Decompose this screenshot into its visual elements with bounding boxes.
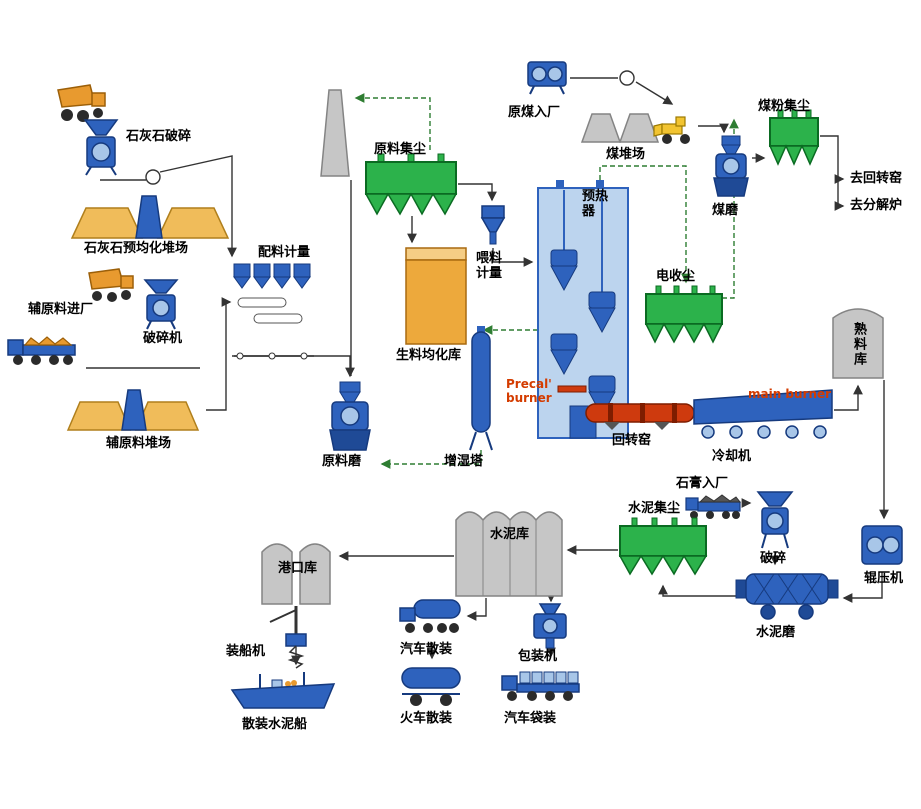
- gypsum-crusher-icon: [754, 491, 796, 550]
- label-aux-material-in: 辅原料进厂: [28, 302, 94, 317]
- label-clinker-silo: 熟料库: [850, 322, 866, 367]
- feed-hopper-icon: [478, 204, 508, 248]
- wheel-loader-icon: [653, 114, 698, 146]
- limestone-crusher-icon: [80, 119, 122, 176]
- label-limestone-yard: 石灰石预均化堆场: [84, 241, 189, 256]
- esp-dust-collector-icon: [644, 285, 724, 348]
- label-aux-yard: 辅原料堆场: [106, 436, 172, 451]
- label-cement-silo: 水泥库: [490, 527, 530, 542]
- bagged-cement-truck-icon: [500, 660, 584, 706]
- ship-loader-icon: [268, 604, 324, 669]
- label-coal-in: 原煤入厂: [508, 105, 561, 120]
- limestone-stockpile-yard-icon: [70, 194, 232, 240]
- label-coal-mill: 煤磨: [712, 203, 739, 218]
- humidifier-tower-icon: [464, 326, 498, 452]
- label-esp: 电收尘: [656, 269, 696, 284]
- cement-mill-icon: [734, 568, 840, 624]
- cement-dust-collector-icon: [618, 516, 708, 580]
- label-raw-dust-collector: 原料集尘: [374, 142, 427, 157]
- aux-dump-truck-icon: [82, 264, 140, 306]
- bulk-cement-ship-icon: [230, 670, 338, 714]
- chimney-icon: [318, 89, 352, 178]
- label-limestone-crushing: 石灰石破碎: [126, 129, 192, 144]
- limestone-dump-truck-icon: [50, 80, 112, 126]
- cement-silo-icon: [454, 502, 564, 598]
- label-cement-dust-collector: 水泥集尘: [628, 501, 681, 516]
- label-humidifier-tower: 增湿塔: [444, 454, 484, 469]
- bulk-tanker-truck-icon: [398, 594, 464, 640]
- label-bulk-cement-ship: 散装水泥船: [242, 717, 308, 732]
- aux-crusher-icon: [140, 279, 182, 330]
- label-coal-dust-collector: 煤粉集尘: [758, 99, 811, 114]
- coal-dust-collector-icon: [768, 108, 820, 170]
- label-batching: 配料计量: [258, 245, 311, 260]
- label-port-silo: 港口库: [278, 561, 318, 576]
- label-packing-machine: 包装机: [518, 649, 558, 664]
- rotary-kiln-icon: [584, 394, 696, 432]
- clinker-silo-icon: [830, 300, 886, 380]
- clinker-cooler-icon: [692, 386, 836, 444]
- coal-intake-machine-icon: [524, 58, 570, 96]
- bulk-tank-wagon-icon: [398, 664, 464, 708]
- label-aux-crusher: 破碎机: [143, 331, 183, 346]
- label-roller-press: 辊压机: [864, 571, 904, 586]
- precal-burner-icon: [556, 382, 590, 396]
- label-rotary-kiln: 回转窑: [612, 433, 652, 448]
- coal-mill-icon: [708, 135, 754, 200]
- label-precal-burner: Precal' burner: [506, 377, 552, 405]
- label-train-bulk: 火车散装: [400, 711, 453, 726]
- label-preheater: 预热器: [582, 189, 609, 219]
- label-to-rotary-kiln: 去回转窑: [850, 171, 903, 186]
- packing-machine-icon: [524, 603, 576, 650]
- label-raw-meal-silo: 生料均化库: [396, 348, 462, 363]
- aux-stockpile-yard-icon: [66, 386, 208, 432]
- gypsum-truck-icon: [684, 488, 744, 520]
- coal-yard-icon: [580, 108, 660, 144]
- label-truck-bagged: 汽车袋装: [504, 711, 557, 726]
- label-truck-bulk: 汽车散装: [400, 642, 453, 657]
- batching-station-icon: [232, 262, 316, 362]
- raw-dust-collector-icon: [364, 150, 458, 216]
- label-cement-mill: 水泥磨: [756, 625, 796, 640]
- label-to-calciner: 去分解炉: [850, 198, 903, 213]
- roller-press-icon: [858, 522, 906, 570]
- label-feeding-metering: 喂料计量: [476, 251, 503, 281]
- label-cooler: 冷却机: [712, 449, 752, 464]
- raw-meal-silo-icon: [404, 246, 468, 346]
- aux-flatbed-truck-icon: [6, 326, 82, 368]
- raw-mill-icon: [324, 381, 376, 452]
- label-coal-yard: 煤堆场: [606, 147, 646, 162]
- label-gypsum-crushing: 破碎: [760, 551, 787, 566]
- label-main-burner: main burner: [748, 387, 832, 401]
- label-ship-loader: 装船机: [226, 644, 266, 659]
- port-silo-icon: [258, 534, 336, 608]
- label-raw-mill: 原料磨: [322, 454, 362, 469]
- label-gypsum-in: 石膏入厂: [676, 476, 729, 491]
